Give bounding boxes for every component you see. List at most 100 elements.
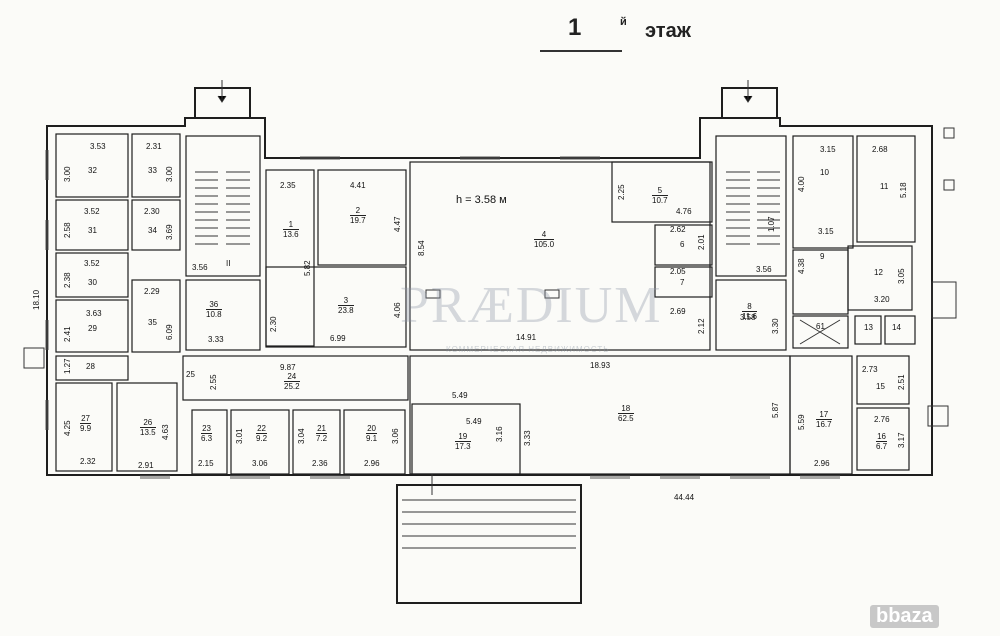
dimension-label: 4.25 <box>63 420 72 436</box>
watermark-tagline: КОММЕРЧЕСКАЯ НЕДВИЖИМОСТЬ <box>446 345 610 354</box>
dimension-label: 2.05 <box>670 267 686 276</box>
room-label: 7 <box>680 278 685 287</box>
room-label: 6 <box>680 240 685 249</box>
dimension-label: 44.44 <box>674 493 695 502</box>
room-label: 12 <box>874 268 883 277</box>
room-label: 30 <box>88 278 97 287</box>
dimension-label: 3.20 <box>874 295 890 304</box>
dimension-label: 14.91 <box>516 333 537 342</box>
dimension-label: 2.30 <box>144 207 160 216</box>
dimension-label: 3.06 <box>391 428 400 444</box>
dimension-label: 3.56 <box>192 263 208 272</box>
dimension-label: 2.68 <box>872 145 888 154</box>
dimension-label: 3.00 <box>165 166 174 182</box>
room-label: 9 <box>820 252 825 261</box>
dimension-label: 2.69 <box>670 307 686 316</box>
floor-word: этаж <box>645 20 691 42</box>
room-label: 29 <box>88 324 97 333</box>
room-label: 61 <box>816 322 825 331</box>
dimension-label: 4.38 <box>797 258 806 274</box>
dimension-label: 3.53 <box>90 142 106 151</box>
dimension-label: 2.15 <box>198 459 214 468</box>
dimension-label: 2.29 <box>144 287 160 296</box>
dimension-label: 9.87 <box>280 363 296 372</box>
dimension-label: 3.63 <box>86 309 102 318</box>
dimension-label: 2.58 <box>63 222 72 238</box>
dimension-label: 2.25 <box>617 184 626 200</box>
room-label: 10 <box>820 168 829 177</box>
dimension-label: 4.00 <box>797 176 806 192</box>
room-label: 33 <box>148 166 157 175</box>
dimension-label: 3.15 <box>820 145 836 154</box>
dimension-label: 5.49 <box>452 391 468 400</box>
dimension-label: 2.01 <box>697 234 706 250</box>
dimension-label: 3.01 <box>235 428 244 444</box>
dimension-label: 2.91 <box>138 461 154 470</box>
watermark-brand: PRÆDIUM <box>400 277 663 334</box>
dimension-label: 6.09 <box>165 324 174 340</box>
dimension-label: 2.76 <box>874 415 890 424</box>
dimension-label: 2.55 <box>209 374 218 390</box>
dimension-label: 2.96 <box>364 459 380 468</box>
dimension-label: 5.82 <box>303 260 312 276</box>
room-label: 35 <box>148 318 157 327</box>
dimension-label: 6.99 <box>330 334 346 343</box>
floor-suffix: й <box>620 16 627 28</box>
dimension-label: 5.18 <box>899 182 908 198</box>
dimension-label: 18.10 <box>32 289 41 310</box>
site-logo[interactable]: bbaza <box>870 605 939 628</box>
title-underline <box>540 50 622 52</box>
dimension-label: 2.30 <box>269 316 278 332</box>
room-label: 28 <box>86 362 95 371</box>
dimension-label: 18.93 <box>590 361 611 370</box>
dimension-label: 4.76 <box>676 207 692 216</box>
room-label: 11 <box>880 182 889 191</box>
dimension-label: 2.41 <box>63 326 72 342</box>
stair-mark: II <box>226 259 231 268</box>
dimension-label: 3.33 <box>208 335 224 344</box>
dimension-label: 2.36 <box>312 459 328 468</box>
dimension-label: 3.52 <box>84 207 100 216</box>
dimension-label: 2.38 <box>63 272 72 288</box>
dimension-label: 4.06 <box>393 302 402 318</box>
room-label: 15 <box>876 382 885 391</box>
dimension-label: 8.54 <box>417 240 426 256</box>
dimension-label: 3.17 <box>897 432 906 448</box>
dimension-label: 3.06 <box>252 459 268 468</box>
dimension-label: 2.31 <box>146 142 162 151</box>
dimension-label: 5.59 <box>797 414 806 430</box>
room-label: 13 <box>864 323 873 332</box>
dimension-label: 5.87 <box>771 402 780 418</box>
dimension-label: 3.33 <box>523 430 532 446</box>
dimension-label: 2.35 <box>280 181 296 190</box>
dimension-label: 3.00 <box>63 166 72 182</box>
dimension-label: 3.69 <box>165 224 174 240</box>
dimension-label: 3.05 <box>897 268 906 284</box>
dimension-label: 2.73 <box>862 365 878 374</box>
room-label: 34 <box>148 226 157 235</box>
dimension-label: 3.16 <box>495 426 504 442</box>
dimension-label: 2.32 <box>80 457 96 466</box>
dimension-label: 4.41 <box>350 181 366 190</box>
dimension-label: 4.63 <box>161 424 170 440</box>
dimension-label: 4.47 <box>393 216 402 232</box>
ceiling-height-label: h = 3.58 м <box>456 194 507 206</box>
dimension-label: 1.07 <box>767 216 776 232</box>
